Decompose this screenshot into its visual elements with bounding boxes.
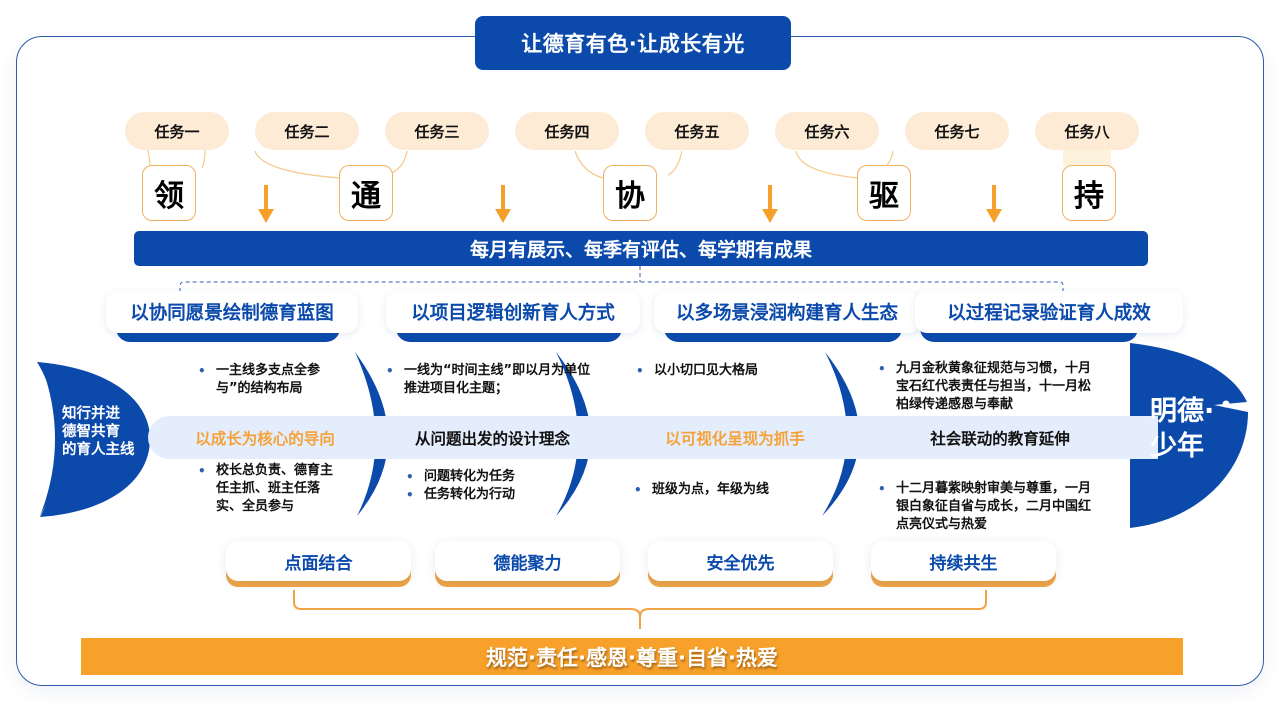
core-label-1: 以成长为核心的导向 xyxy=(195,429,335,448)
key-char-connect: 通 xyxy=(339,165,393,221)
column-2-top-bullets: •一线为“时间主线”即以月为单位推进项目化主题； xyxy=(386,363,591,396)
key-char-sustain: 持 xyxy=(1062,165,1116,221)
core-label-2: 从问题出发的设计理念 xyxy=(414,429,570,448)
column-2-bottom-bullets: •问题转化为任务 •任务转化为行动 xyxy=(406,469,516,502)
principle-card-2: 德能聚力 xyxy=(435,541,620,587)
key-char-lead: 领 xyxy=(142,165,196,221)
task-pill-7: 任务七 xyxy=(905,112,1009,150)
task-pill-5: 任务五 xyxy=(645,112,749,150)
bullet-dot-icon: • xyxy=(386,364,394,378)
core-label-4: 社会联动的教育延伸 xyxy=(930,429,1070,448)
column-1-top-bullets: •一主线多支点全参与”的结构布局 xyxy=(198,363,321,396)
bullet-dot-icon: • xyxy=(406,470,414,484)
strategy-label: 以多场景浸润构建育人生态 xyxy=(654,291,920,333)
bullet-dot-icon: • xyxy=(878,482,886,496)
task-pill-2: 任务二 xyxy=(255,112,359,150)
strategy-card-1: 以协同愿景绘制德育蓝图 xyxy=(106,291,358,342)
task-pill-4: 任务四 xyxy=(515,112,619,150)
strategy-label: 以项目逻辑创新育人方式 xyxy=(386,291,640,333)
strategy-label: 以协同愿景绘制德育蓝图 xyxy=(106,291,358,333)
rhythm-banner: 每月有展示、每季有评估、每学期有成果 xyxy=(134,231,1148,266)
arrow-down-icon xyxy=(495,185,511,223)
diagram-title: 让德育有色·让成长有光 xyxy=(475,16,791,70)
bullet-dot-icon: • xyxy=(634,483,642,497)
principle-label: 点面结合 xyxy=(226,541,411,581)
start-node-label: 知行并进 德智共育 的育人主线 xyxy=(62,406,135,458)
principle-card-4: 持续共生 xyxy=(871,541,1056,587)
key-char-drive: 驱 xyxy=(857,165,911,221)
arrow-down-icon xyxy=(762,185,778,223)
principle-card-1: 点面结合 xyxy=(226,541,411,587)
bullet-dot-icon: • xyxy=(636,364,644,378)
arrow-down-icon xyxy=(258,185,274,223)
principle-card-3: 安全优先 xyxy=(648,541,833,587)
strategy-label: 以过程记录验证育人成效 xyxy=(915,291,1183,333)
task-pill-8: 任务八 xyxy=(1035,112,1139,150)
principle-label: 持续共生 xyxy=(871,541,1056,581)
strategy-card-2: 以项目逻辑创新育人方式 xyxy=(386,291,640,342)
principle-label: 德能聚力 xyxy=(435,541,620,581)
bullet-dot-icon: • xyxy=(198,464,206,478)
bullet-dot-icon: • xyxy=(198,364,206,378)
column-4-top-bullets: •九月金秋黄象征规范与习惯，十月宝石红代表责任与担当，十一月松柏绿传递感恩与奉献 xyxy=(878,361,1092,412)
bullet-dot-icon: • xyxy=(878,362,886,376)
strategy-card-4: 以过程记录验证育人成效 xyxy=(915,291,1183,342)
column-3-top-bullets: •以小切口见大格局 xyxy=(636,363,759,378)
task-pill-3: 任务三 xyxy=(385,112,489,150)
key-char-coordinate: 协 xyxy=(603,165,657,221)
column-4-bottom-bullets: •十二月暮紫映射审美与尊重，一月银白象征自省与成长，二月中国红点亮仪式与热爱 xyxy=(878,481,1092,532)
core-label-3: 以可视化呈现为抓手 xyxy=(665,429,805,448)
bullet-dot-icon: • xyxy=(406,488,414,502)
column-1-bottom-bullets: •校长总负责、德育主任主抓、班主任落实、全员参与 xyxy=(198,463,334,514)
column-3-bottom-bullets: •班级为点，年级为线 xyxy=(634,482,770,497)
arrow-down-icon xyxy=(986,185,1002,223)
core-band xyxy=(148,416,1158,459)
task-pill-1: 任务一 xyxy=(125,112,229,150)
principle-label: 安全优先 xyxy=(648,541,833,581)
end-node-label: 明德· 少年 xyxy=(1150,396,1215,462)
strategy-card-3: 以多场景浸润构建育人生态 xyxy=(654,291,920,342)
values-banner: 规范·责任·感恩·尊重·自省·热爱 xyxy=(81,638,1183,675)
task-pill-6: 任务六 xyxy=(775,112,879,150)
